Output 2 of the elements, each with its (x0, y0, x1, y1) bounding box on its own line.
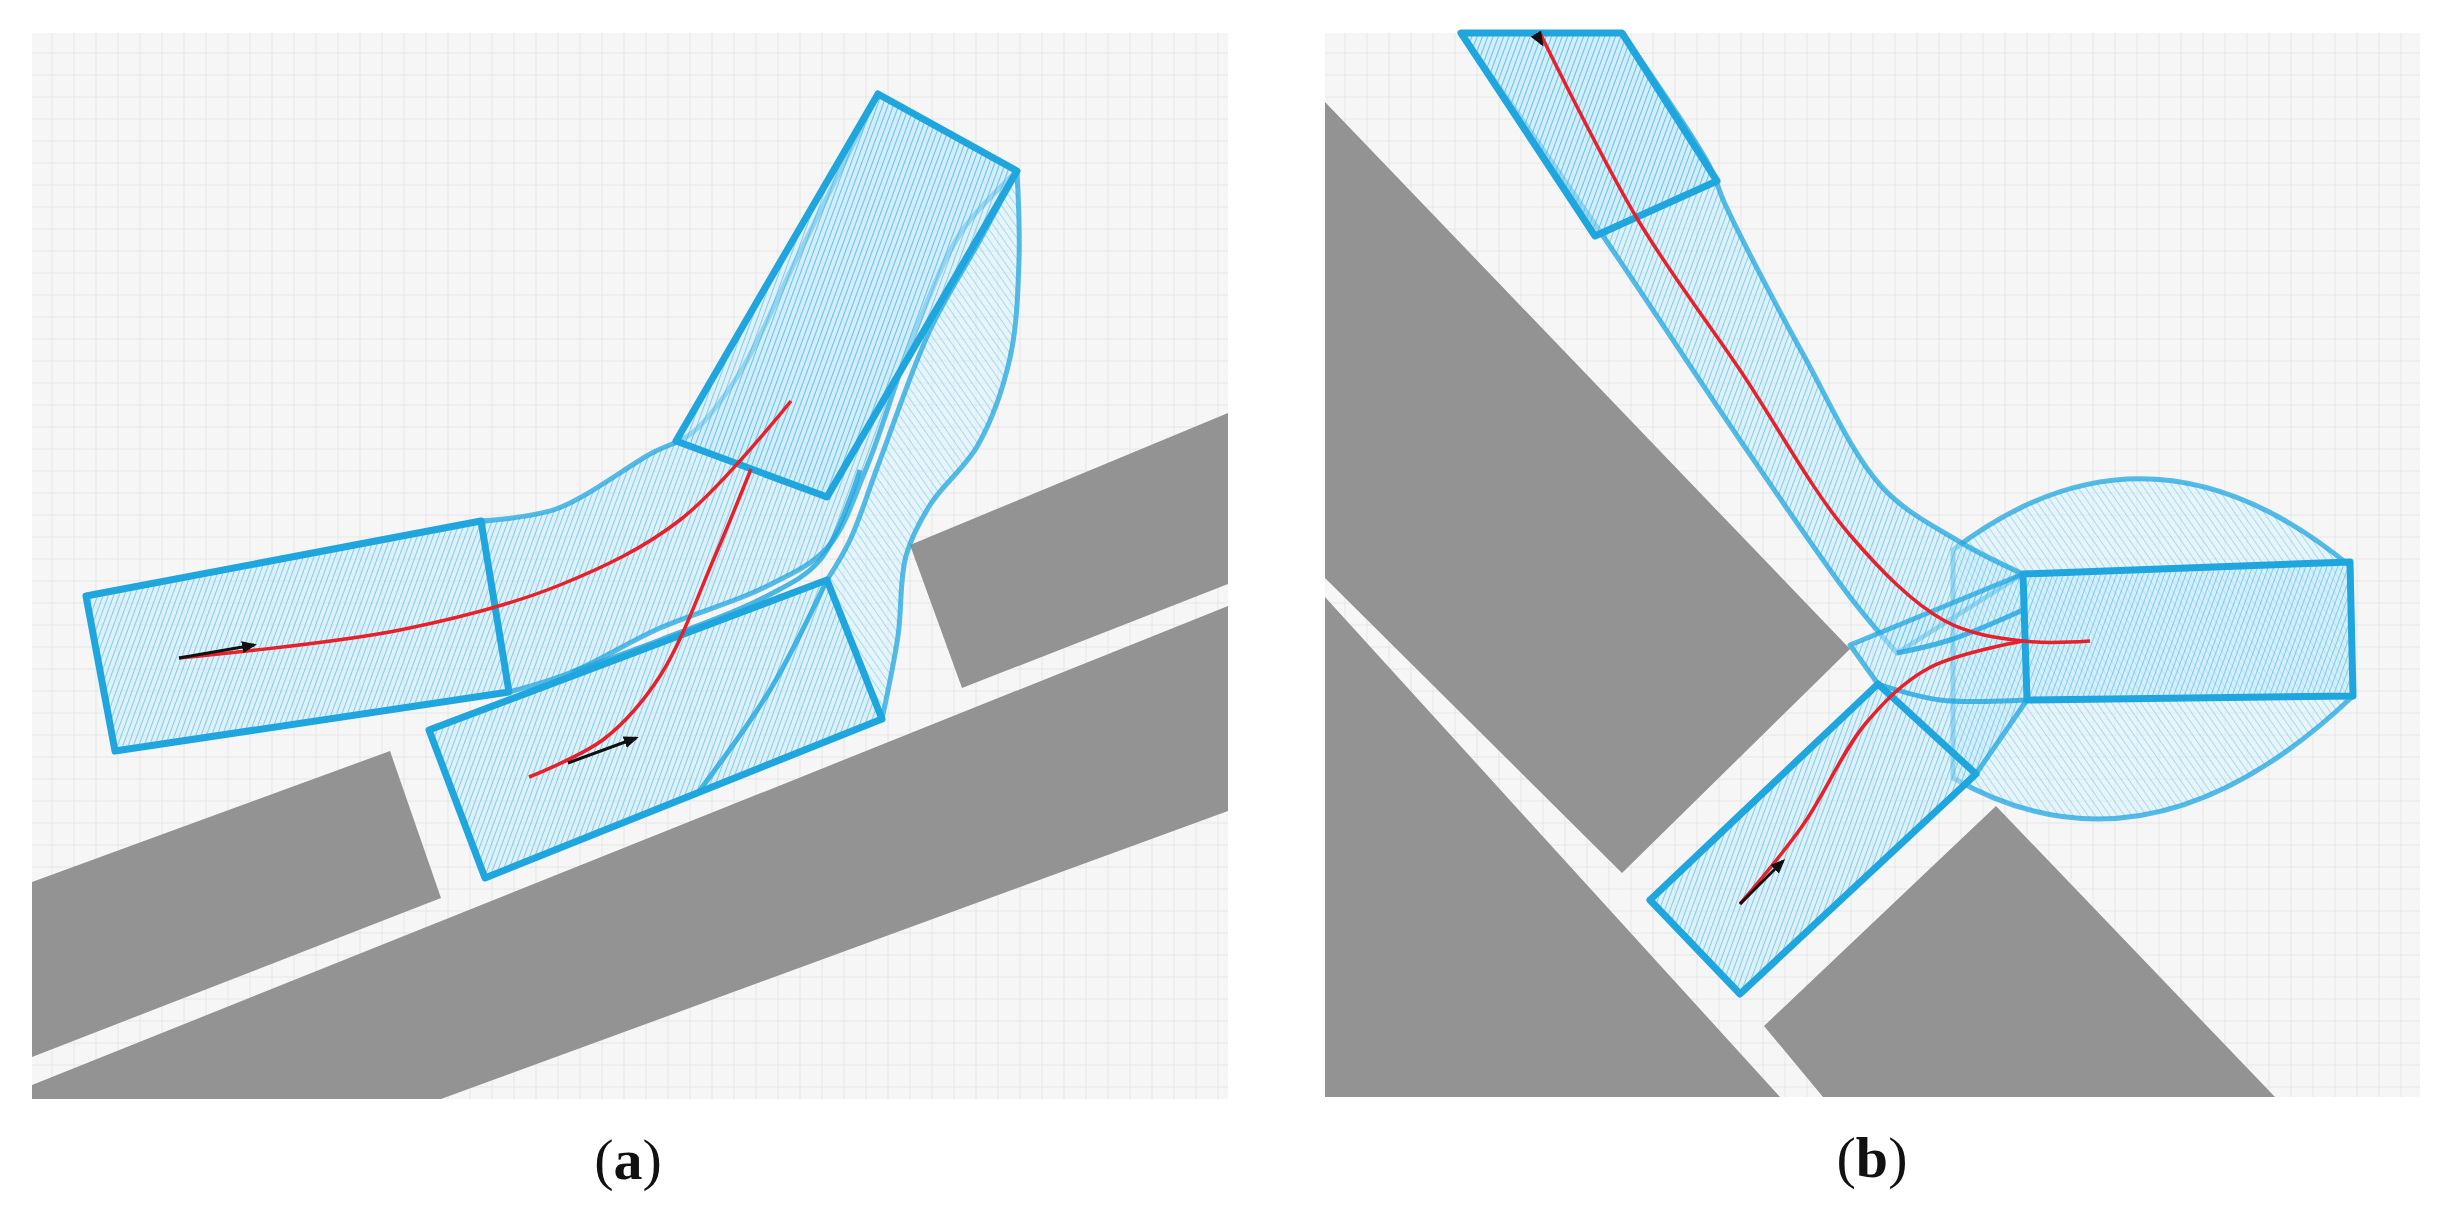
panel-label: (a) (594, 1129, 662, 1191)
panel-label: (b) (1836, 1127, 1908, 1189)
